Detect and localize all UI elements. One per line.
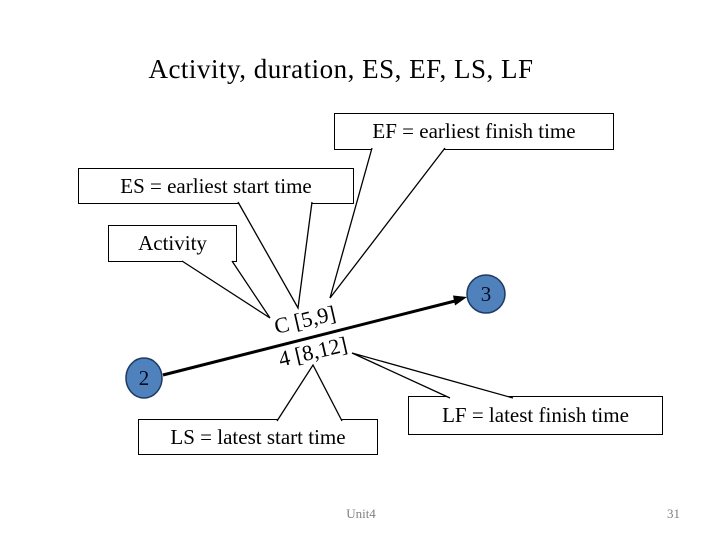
callout-lf: LF = latest finish time (408, 396, 663, 435)
callout-lf-label: LF = latest finish time (442, 403, 629, 427)
node-2-label: 2 (138, 366, 150, 390)
callout-ls-label: LS = latest start time (170, 424, 346, 449)
edge-arrowhead-icon (453, 295, 467, 306)
callout-activity: Activity (108, 225, 237, 262)
callout-es-tail (237, 201, 313, 311)
callout-ef-label: EF = earliest finish time (372, 119, 576, 143)
callout-ef: EF = earliest finish time (334, 113, 614, 150)
footer-unit-label: Unit4 (346, 506, 376, 521)
callout-es-label: ES = earliest start time (120, 173, 312, 198)
node-3-label: 3 (480, 282, 492, 306)
callout-ls: LS = latest start time (138, 419, 378, 455)
slide-title: Activity, duration, ES, EF, LS, LF (148, 54, 534, 84)
footer-page-number: 31 (667, 506, 680, 521)
callout-es: ES = earliest start time (78, 168, 354, 204)
callout-activity-label: Activity (138, 231, 207, 255)
callout-activity-tail (181, 260, 271, 319)
callout-lf-tail (351, 352, 514, 399)
